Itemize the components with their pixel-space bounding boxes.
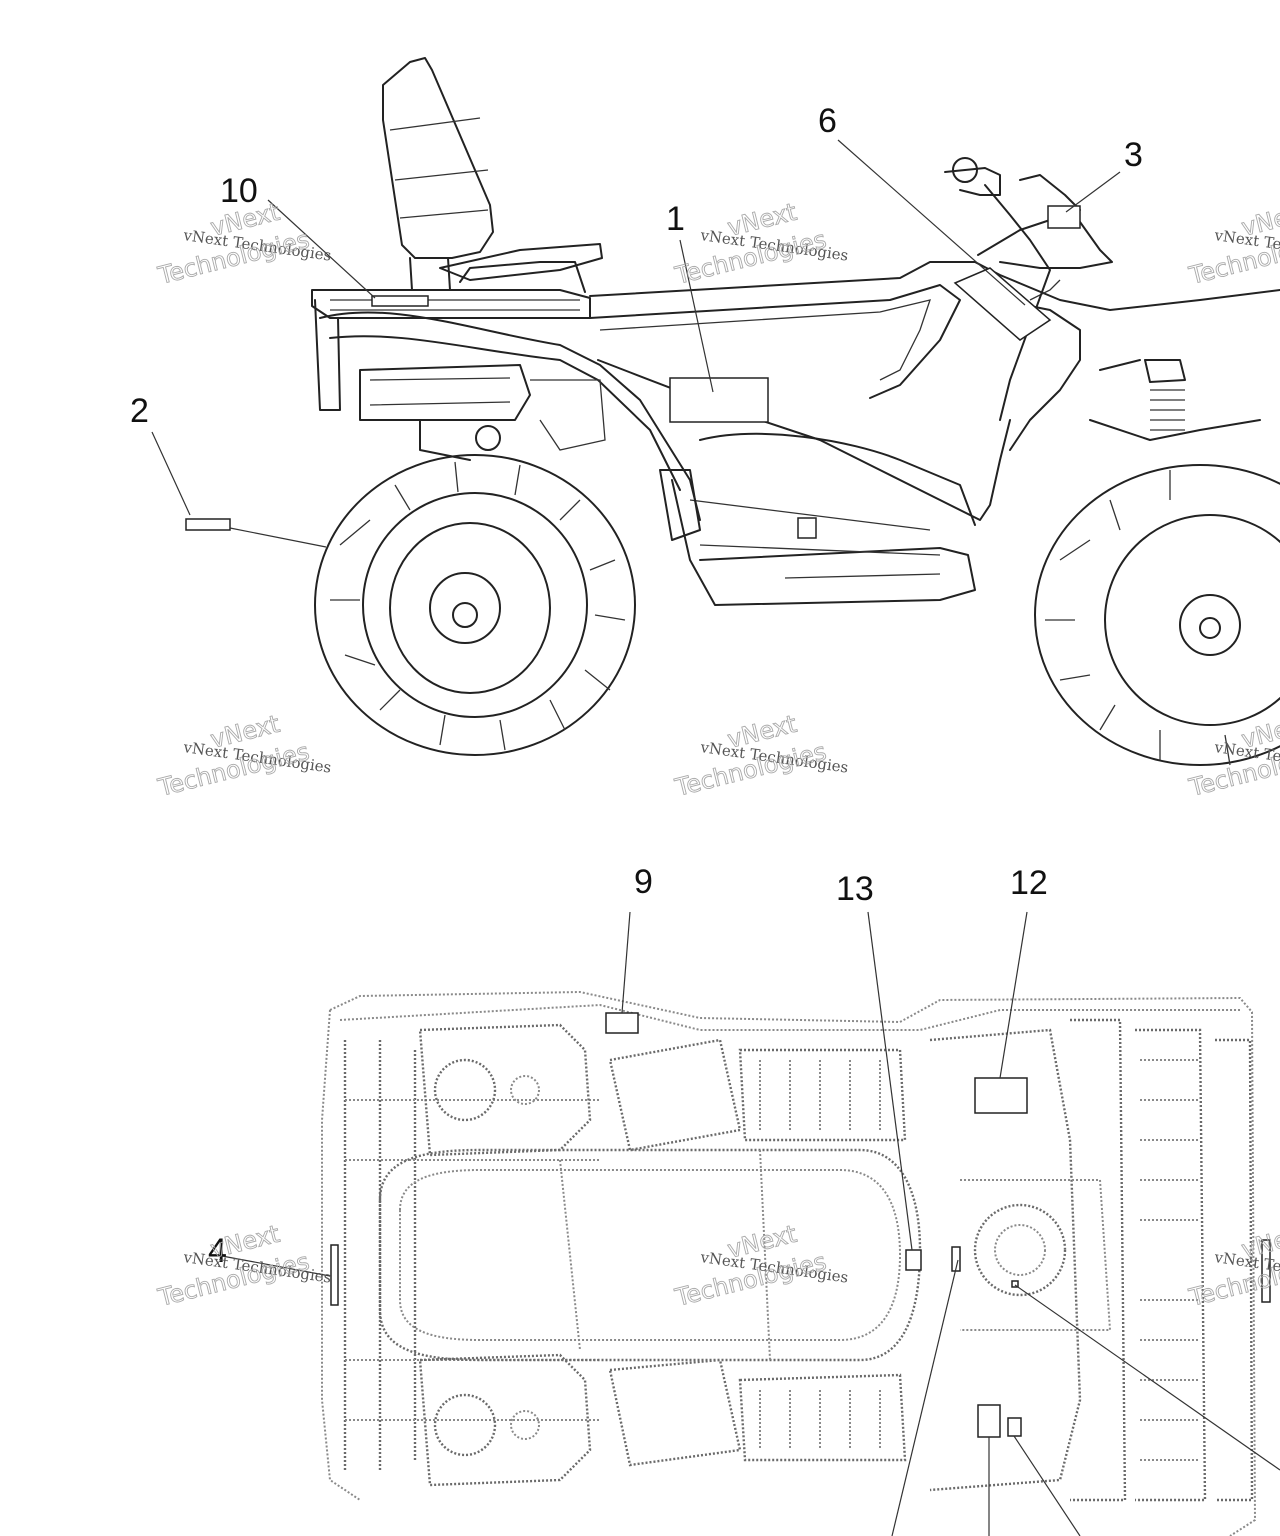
callout-12: 12 (1010, 864, 1048, 902)
side-view-callouts: 10 1 6 3 2 (130, 102, 1143, 430)
decal-13 (905, 1249, 922, 1271)
callout-3: 3 (1124, 136, 1143, 174)
decal-1 (669, 377, 769, 423)
callout-4: 4 (208, 1232, 227, 1270)
callout-9: 9 (634, 863, 653, 901)
decal-9 (605, 1012, 639, 1034)
decal-10 (371, 295, 429, 307)
callout-1: 1 (666, 200, 685, 238)
watermark-right-edge: vNext vNext Technologies Technologies (1185, 197, 1280, 290)
callout-6: 6 (818, 102, 837, 140)
callout-10: 10 (220, 172, 258, 210)
atv-side-view (185, 57, 1280, 766)
decal-3 (1047, 205, 1081, 229)
watermark-mid-center: vNext vNext Technologies Technologies (671, 709, 849, 802)
watermark-top-left: vNext vNext Technologies Technologies (154, 197, 332, 290)
side-view-leaders (151, 139, 1121, 548)
watermark-bottom-center: vNext vNext Technologies Technologies (671, 1219, 849, 1312)
decal-2 (185, 518, 231, 531)
watermark-bottom-left: vNext vNext Technologies Technologies (154, 1219, 332, 1312)
decal-4 (330, 1244, 339, 1306)
decal-6 (953, 267, 1052, 341)
watermark-mid-left: vNext vNext Technologies Technologies (154, 709, 332, 802)
top-view-leaders (221, 911, 1280, 1536)
atv-top-view (321, 990, 1271, 1536)
top-view-callouts: 9 13 12 4 (208, 863, 1048, 1270)
callout-2: 2 (130, 392, 149, 430)
callout-13: 13 (836, 870, 874, 908)
decal-12 (974, 1077, 1028, 1114)
watermark-top-center: vNext vNext Technologies Technologies (671, 197, 849, 290)
